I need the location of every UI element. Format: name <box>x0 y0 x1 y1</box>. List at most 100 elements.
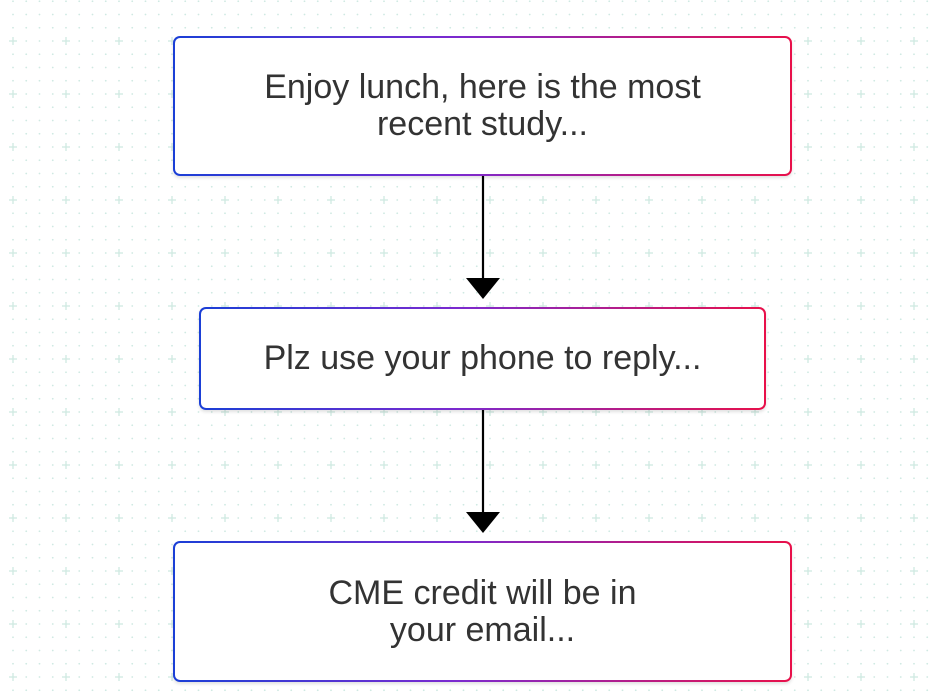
grid-dot <box>846 26 849 29</box>
grid-dot <box>197 437 200 440</box>
grid-dot <box>780 225 783 228</box>
grid-dot <box>621 437 624 440</box>
grid-dot <box>568 199 571 201</box>
grid-dot <box>899 344 902 347</box>
grid-dot <box>263 490 266 493</box>
grid-dot <box>250 305 253 307</box>
grid-dot <box>886 437 889 440</box>
grid-dot <box>489 490 491 493</box>
grid-dot <box>767 225 770 228</box>
grid-dot <box>873 0 876 3</box>
grid-dot <box>330 689 332 692</box>
grid-dot <box>131 543 134 546</box>
grid-dot <box>118 556 120 559</box>
grid-dot <box>873 424 876 427</box>
grid-dot <box>237 265 240 268</box>
grid-dot <box>489 437 491 440</box>
grid-dot <box>621 212 624 215</box>
flow-node-cme-credit[interactable]: CME credit will be in your email... <box>173 541 792 682</box>
grid-dot <box>131 26 134 29</box>
grid-dot <box>926 477 929 480</box>
grid-dot <box>91 199 94 201</box>
grid-dot <box>833 225 836 228</box>
grid-dot <box>104 517 107 519</box>
grid-dot <box>926 570 929 572</box>
grid-dot <box>475 689 478 692</box>
grid-dot <box>926 252 929 254</box>
grid-dot <box>65 53 67 56</box>
grid-dot <box>581 689 584 692</box>
grid-dot <box>25 676 28 678</box>
grid-dot <box>78 331 81 334</box>
grid-dot <box>820 636 823 639</box>
grid-dot <box>886 93 889 95</box>
grid-dot <box>714 424 717 427</box>
grid-dot <box>568 530 571 533</box>
grid-dot <box>25 172 28 175</box>
grid-dot <box>12 649 14 652</box>
grid-dot <box>740 0 743 3</box>
flow-node-reply-phone[interactable]: Plz use your phone to reply... <box>199 307 766 410</box>
grid-dot <box>171 477 173 480</box>
grid-dot <box>144 517 147 519</box>
grid-dot <box>396 238 399 241</box>
grid-dot <box>714 185 717 188</box>
grid-dot <box>820 344 823 347</box>
grid-dot <box>91 609 94 612</box>
grid-dot <box>316 291 319 294</box>
grid-dot <box>38 450 41 453</box>
grid-dot <box>926 464 929 466</box>
grid-dot <box>224 503 226 506</box>
grid-dot <box>369 464 372 466</box>
grid-dot <box>157 411 160 413</box>
grid-dot <box>873 503 876 506</box>
grid-dot <box>793 305 796 307</box>
grid-dot <box>860 66 862 69</box>
grid-dot <box>449 265 452 268</box>
grid-dot <box>899 570 902 572</box>
grid-dot <box>833 146 836 148</box>
grid-dot <box>224 185 226 188</box>
grid-dot <box>38 543 41 546</box>
grid-dot <box>131 636 134 639</box>
grid-dot <box>131 79 134 82</box>
grid-dot <box>91 556 94 559</box>
flow-node-lunch-study[interactable]: Enjoy lunch, here is the most recent stu… <box>173 36 792 176</box>
grid-dot <box>210 411 213 413</box>
grid-dot <box>197 424 200 427</box>
grid-dot <box>25 212 28 215</box>
grid-dot <box>38 159 41 162</box>
grid-dot <box>860 609 862 612</box>
grid-dot <box>157 450 160 453</box>
grid-dot <box>12 596 14 599</box>
grid-dot <box>157 358 160 360</box>
grid-dot <box>820 397 823 400</box>
grid-dot <box>820 278 823 281</box>
grid-dot <box>807 291 809 294</box>
grid-dot <box>542 503 544 506</box>
grid-dot <box>316 278 319 281</box>
grid-dot <box>873 26 876 29</box>
grid-dot <box>833 411 836 413</box>
grid-dot <box>356 13 359 16</box>
grid-dot <box>224 689 226 692</box>
grid-dot <box>581 530 584 533</box>
grid-dot <box>701 437 703 440</box>
grid-dot <box>820 331 823 334</box>
grid-dot <box>38 384 41 387</box>
grid-dot <box>873 530 876 533</box>
grid-dot <box>25 40 28 42</box>
grid-dot <box>489 291 491 294</box>
grid-dot <box>157 305 160 307</box>
grid-dot <box>913 649 915 652</box>
grid-dot <box>303 13 306 16</box>
grid-dot <box>91 252 94 254</box>
grid-dot <box>250 464 253 466</box>
grid-dot <box>316 424 319 427</box>
grid-dot <box>913 636 915 639</box>
grid-dot <box>475 464 478 466</box>
grid-dot <box>701 265 703 268</box>
grid-dot <box>780 464 783 466</box>
grid-dot <box>846 543 849 546</box>
grid-dot <box>144 291 147 294</box>
